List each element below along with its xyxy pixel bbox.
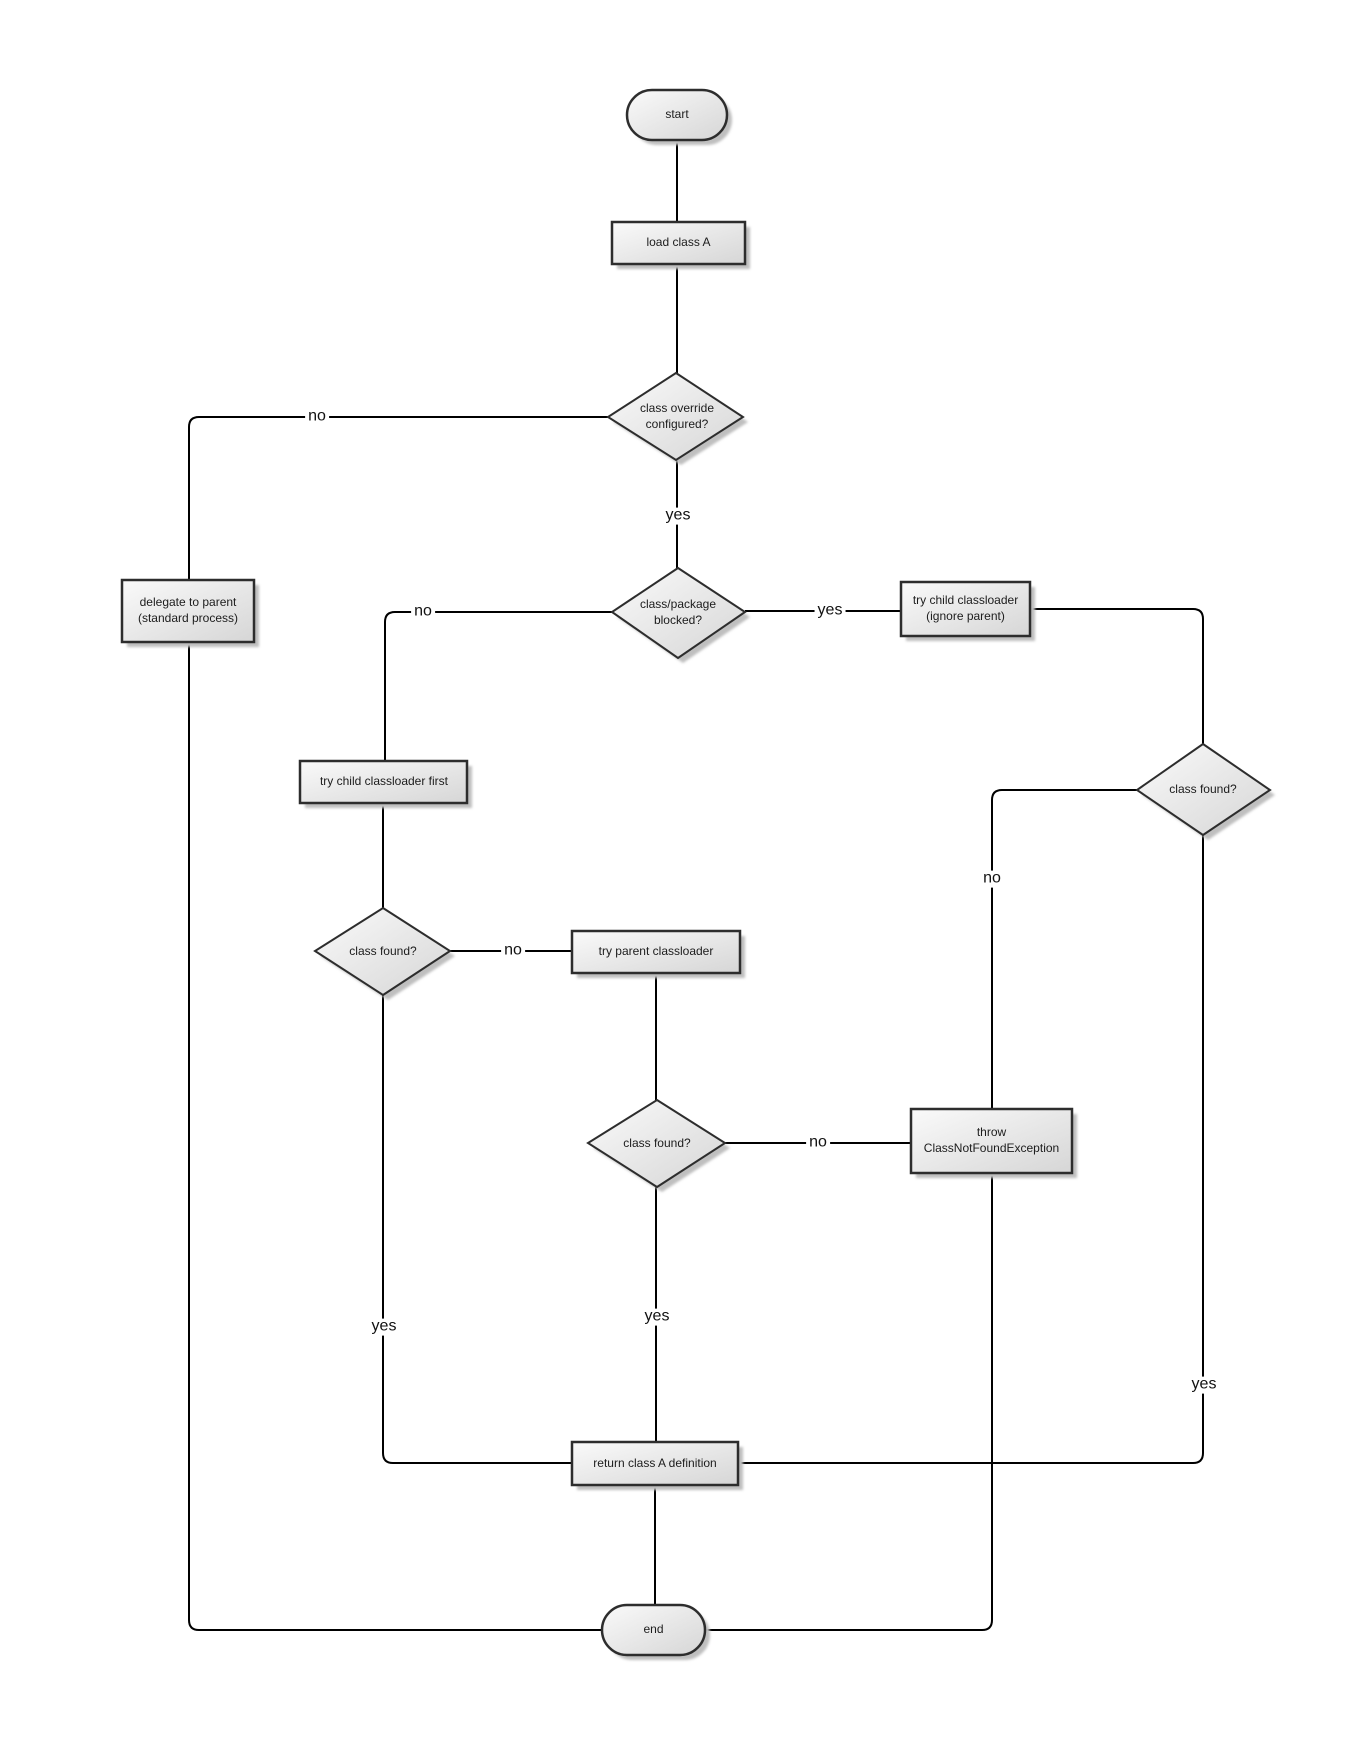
try-child-ignore-shape <box>899 580 1032 638</box>
class-found-mid-diamond <box>586 1098 727 1189</box>
delegate-parent-shape <box>120 578 256 644</box>
class-found-right-diamond <box>1135 742 1272 837</box>
edge-ignore-to-found <box>1030 608 1204 744</box>
edge-override-no <box>188 416 608 580</box>
edge-label-leftfound-yes: yes <box>368 1318 400 1336</box>
edges <box>188 140 1204 1631</box>
edge-label-blocked-yes: yes <box>814 602 846 620</box>
try-child-first-shape <box>298 759 469 805</box>
start-shape <box>625 88 729 142</box>
class-package-blocked-diamond <box>610 566 747 660</box>
class-found-left-diamond <box>313 906 452 997</box>
node-shapes <box>120 88 1272 1657</box>
throw-cnfe-shape <box>909 1107 1074 1175</box>
edge-throw-to-end <box>705 1173 993 1631</box>
edge-label-rightfound-no: no <box>980 870 1004 888</box>
edge-label-override-yes: yes <box>662 507 694 525</box>
edge-label-leftfound-no: no <box>501 942 525 960</box>
class-override-diamond <box>606 371 745 462</box>
try-parent-shape <box>570 929 742 975</box>
end-shape <box>600 1603 707 1657</box>
edge-label-midfound-no: no <box>806 1134 830 1152</box>
edge-leftfound-yes <box>382 995 572 1464</box>
edge-rightfound-no <box>991 789 1137 1109</box>
edge-label-override-no: no <box>305 408 329 426</box>
edge-label-blocked-no: no <box>411 603 435 621</box>
load-class-a-shape <box>610 220 747 266</box>
edge-label-midfound-yes: yes <box>641 1308 673 1326</box>
edge-blocked-no <box>384 611 612 761</box>
return-def-shape <box>570 1440 740 1487</box>
edge-delegate-to-end <box>188 642 602 1631</box>
edge-label-rightfound-yes: yes <box>1188 1376 1220 1394</box>
node-shadows <box>127 95 1275 1660</box>
edge-rightfound-yes <box>738 835 1204 1464</box>
